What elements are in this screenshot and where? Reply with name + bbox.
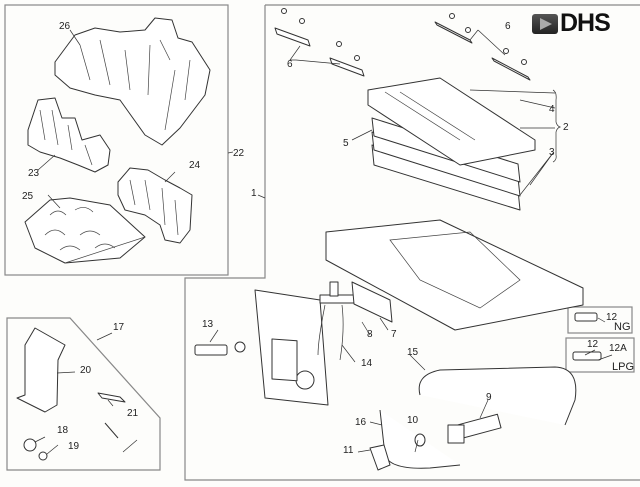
burner-tray [325, 219, 584, 331]
brand-name: DHS [560, 9, 611, 37]
callout-26: 26 [59, 21, 71, 32]
bracket-7 [351, 281, 393, 323]
callout-5: 5 [343, 138, 349, 149]
hardware-kit-frame [6, 317, 161, 471]
callout-4: 4 [549, 104, 555, 115]
callout-15: 15 [407, 347, 419, 358]
valve-9 [447, 413, 502, 444]
log-26 [54, 17, 211, 146]
gas-type-lpg: LPG [612, 361, 634, 373]
knob-11 [369, 444, 391, 471]
callout-18: 18 [57, 425, 69, 436]
orifice-ng [574, 312, 598, 322]
callout-13: 13 [202, 319, 214, 330]
callout-14: 14 [361, 358, 373, 369]
arrow-logo-icon [532, 14, 558, 34]
heat-shield-20 [16, 327, 66, 413]
callout-21: 21 [127, 408, 139, 419]
callout-6b: 6 [505, 21, 511, 32]
callout-22: 22 [233, 148, 245, 159]
dhs-logo: DHS [532, 9, 632, 38]
gas-line-15 [418, 366, 577, 426]
bracket-21 [97, 392, 126, 403]
nut-18 [23, 438, 37, 452]
callout-6a: 6 [287, 59, 293, 70]
log-24 [117, 167, 193, 244]
callout-1: 1 [251, 188, 257, 199]
callout-17: 17 [113, 322, 125, 333]
seal-10 [414, 433, 426, 447]
callout-3: 3 [549, 147, 555, 158]
valve-mounting-plate [254, 289, 329, 406]
callout-7: 7 [391, 329, 397, 340]
burner-tiles [367, 77, 536, 211]
log-set-frame [4, 4, 229, 276]
callout-12-lpg: 12 [587, 339, 599, 350]
callout-24: 24 [189, 160, 201, 171]
leader-lines [34, 29, 613, 455]
spacer [104, 422, 119, 439]
washer-19 [38, 451, 48, 461]
callout-10: 10 [407, 415, 419, 426]
callout-11: 11 [343, 445, 354, 456]
brackets-6 [274, 8, 531, 81]
callout-12A: 12A [609, 343, 627, 354]
callout-9: 9 [486, 392, 492, 403]
ng-orifice-box [567, 306, 633, 334]
igniter-13 [194, 341, 246, 356]
log-23 [27, 97, 111, 173]
callout-8: 8 [367, 329, 373, 340]
callout-19: 19 [68, 441, 80, 452]
gas-type-ng: NG [614, 321, 631, 333]
callout-12-ng: 12 [606, 312, 618, 323]
callout-23: 23 [28, 168, 40, 179]
burner-assembly-frame [184, 4, 640, 481]
lpg-orifice-box [565, 337, 635, 373]
orifice-lpg [572, 351, 602, 361]
callout-20: 20 [80, 365, 92, 376]
screw [122, 439, 138, 453]
callout-2: 2 [563, 122, 569, 133]
ember-bag-25 [24, 197, 146, 264]
callout-16: 16 [355, 417, 367, 428]
callout-25: 25 [22, 191, 34, 202]
